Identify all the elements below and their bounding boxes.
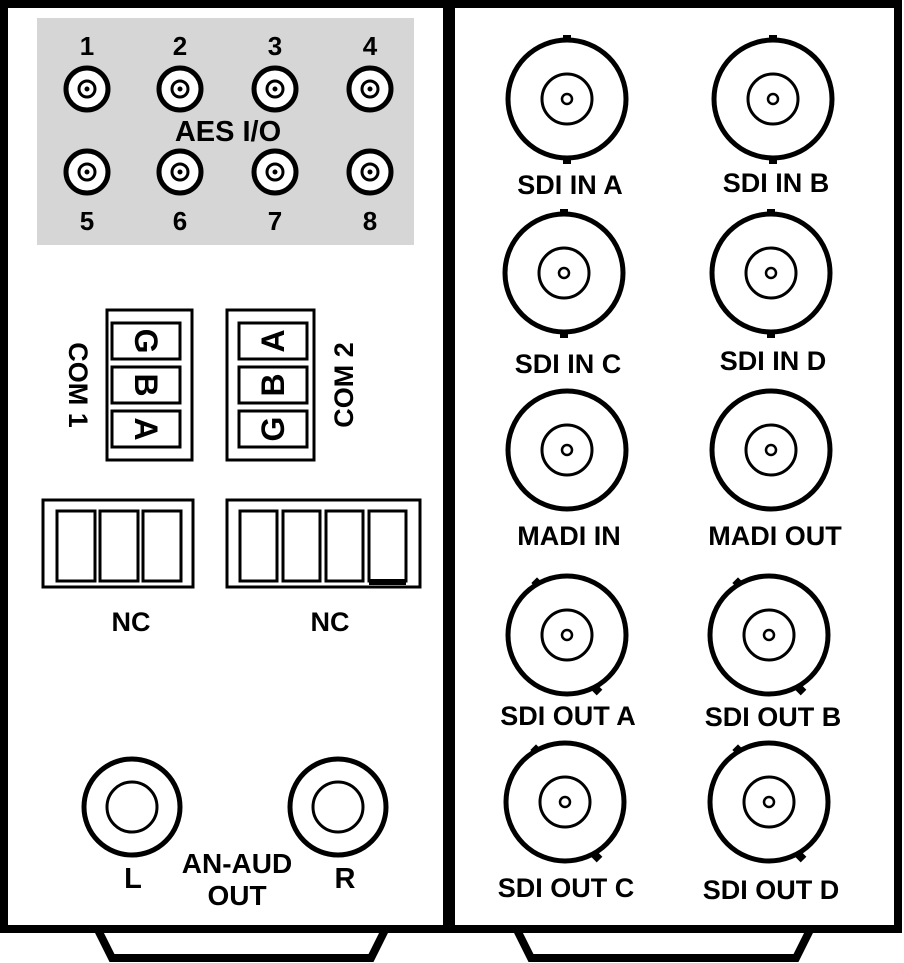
aes-number-3: 3 <box>268 31 282 61</box>
aes-connector-4[interactable] <box>346 65 394 113</box>
bnc-label-sdi-out-c: SDI OUT C <box>498 873 635 903</box>
aes-number-7: 7 <box>268 206 282 236</box>
bnc-label-madi-in: MADI IN <box>517 521 621 551</box>
bnc-sdi-in-c[interactable] <box>502 209 626 338</box>
nc-right-label: NC <box>311 607 350 637</box>
bnc-label-sdi-out-d: SDI OUT D <box>703 875 840 905</box>
aes-number-2: 2 <box>173 31 187 61</box>
aes-connector-7[interactable] <box>251 148 299 196</box>
aes-number-6: 6 <box>173 206 187 236</box>
aes-bottom-numbers: 5 6 7 8 <box>80 206 377 236</box>
analog-audio-caption-line2: OUT <box>207 880 266 911</box>
bnc-sdi-out-b[interactable] <box>707 573 831 697</box>
analog-audio-right-label: R <box>335 863 356 895</box>
left-bottom-tab <box>94 928 389 962</box>
aes-connector-6[interactable] <box>156 148 204 196</box>
aes-number-5: 5 <box>80 206 94 236</box>
bnc-label-sdi-in-b: SDI IN B <box>723 168 830 198</box>
bnc-label-sdi-in-c: SDI IN C <box>515 349 622 379</box>
bnc-label-sdi-out-a: SDI OUT A <box>500 701 636 731</box>
right-bottom-tab <box>513 928 814 962</box>
nc-right-block[interactable] <box>225 498 422 589</box>
bnc-madi-in[interactable] <box>505 388 629 512</box>
aes-connectors <box>63 65 394 196</box>
bnc-label-madi-out: MADI OUT <box>708 521 842 551</box>
com2-pin-1: A <box>255 329 291 352</box>
aes-connector-8[interactable] <box>346 148 394 196</box>
bnc-label-sdi-in-d: SDI IN D <box>720 346 827 376</box>
com1-pin-3: A <box>128 417 164 440</box>
aes-connector-1[interactable] <box>63 65 111 113</box>
com2-pin-3: G <box>255 417 291 442</box>
analog-audio-caption-line1: AN-AUD <box>182 848 292 879</box>
aes-connector-2[interactable] <box>156 65 204 113</box>
com2-label: COM 2 <box>329 342 359 428</box>
bnc-sdi-in-d[interactable] <box>709 209 833 338</box>
com1-pin-2: B <box>128 373 164 396</box>
aes-connector-5[interactable] <box>63 148 111 196</box>
nc-left-block[interactable] <box>41 498 195 589</box>
bnc-label-sdi-in-a: SDI IN A <box>517 170 623 200</box>
aes-connector-3[interactable] <box>251 65 299 113</box>
aes-number-1: 1 <box>80 31 94 61</box>
com1-terminal-block[interactable]: G B A <box>105 308 194 462</box>
bnc-madi-out[interactable] <box>709 388 833 512</box>
bnc-label-sdi-out-b: SDI OUT B <box>705 702 842 732</box>
com2-pin-2: B <box>255 373 291 396</box>
com1-label: COM 1 <box>63 342 93 428</box>
analog-audio-left-jack[interactable] <box>81 756 183 858</box>
bnc-sdi-out-c[interactable] <box>503 740 627 864</box>
aes-number-4: 4 <box>363 31 378 61</box>
bnc-sdi-out-a[interactable] <box>505 573 629 697</box>
bnc-sdi-in-a[interactable] <box>505 35 629 164</box>
aes-io-title: AES I/O <box>175 116 281 148</box>
aes-io-block <box>37 18 414 245</box>
aes-top-numbers: 1 2 3 4 <box>80 31 378 61</box>
nc-left-label: NC <box>112 607 151 637</box>
com1-pin-1: G <box>128 329 164 354</box>
analog-audio-right-jack[interactable] <box>287 756 389 858</box>
analog-audio-left-label: L <box>124 863 142 895</box>
bnc-sdi-in-b[interactable] <box>711 35 835 164</box>
com2-terminal-block[interactable]: A B G <box>225 308 316 462</box>
bnc-sdi-out-d[interactable] <box>707 740 831 864</box>
aes-number-8: 8 <box>363 206 377 236</box>
